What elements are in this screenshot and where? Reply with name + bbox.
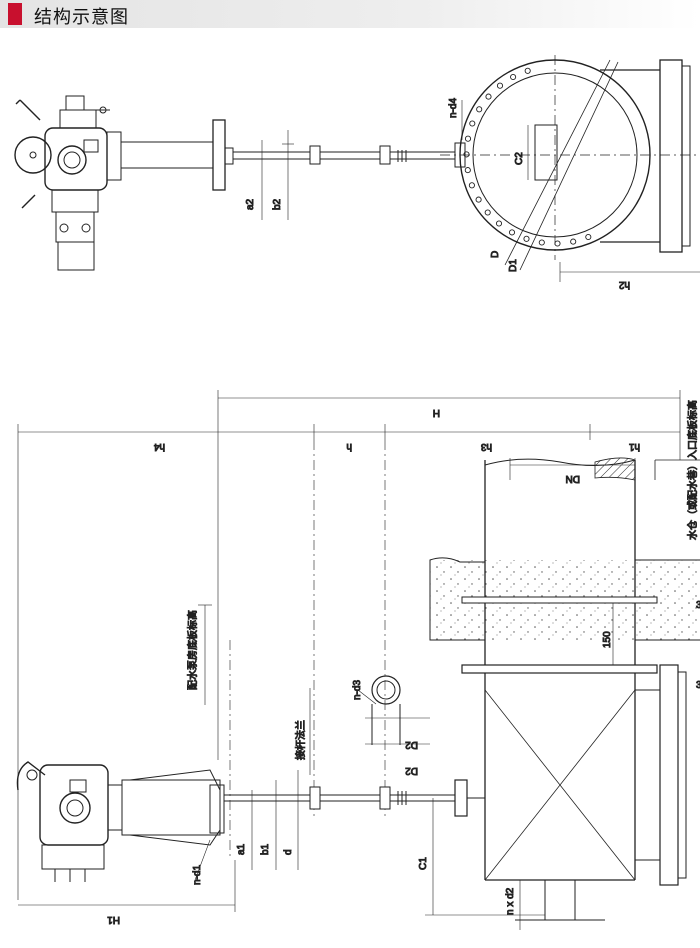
actuator-top bbox=[14, 95, 214, 271]
bolt-hole bbox=[468, 182, 475, 189]
bolt-hole bbox=[464, 135, 472, 142]
label-b2: b2 bbox=[272, 198, 283, 210]
label-a2: a2 bbox=[245, 198, 256, 210]
label-D: D bbox=[490, 251, 501, 258]
gate-disc-top bbox=[440, 55, 700, 271]
page-title: 结构示意图 bbox=[34, 7, 129, 28]
bolt-hole bbox=[523, 235, 530, 242]
shaft-side bbox=[224, 779, 485, 817]
bolt-hole bbox=[496, 82, 504, 89]
label-digit-3b: 3 bbox=[696, 680, 700, 691]
bolt-hole bbox=[524, 67, 531, 74]
label-h: h bbox=[346, 441, 352, 452]
bolt-hole bbox=[510, 73, 517, 81]
label-pump-floor: 配水泵房底板标高 bbox=[186, 610, 199, 690]
label-flange: 接杆法兰 bbox=[294, 720, 307, 760]
label-D2-a: D2 bbox=[405, 739, 418, 750]
label-150: 150 bbox=[602, 631, 613, 648]
label-H: H bbox=[433, 407, 440, 418]
bolt-hole bbox=[464, 167, 471, 174]
bolt-hole bbox=[463, 151, 470, 158]
label-D2-b: D2 bbox=[405, 765, 418, 776]
bolt-hole bbox=[475, 196, 482, 203]
top-view: a2 b2 C2 n-d4 D D1 h2 bbox=[14, 55, 700, 291]
label-h2: h2 bbox=[618, 279, 630, 290]
label-C1: C1 bbox=[418, 857, 429, 870]
dimension-lines bbox=[17, 390, 681, 900]
label-C2: C2 bbox=[514, 152, 525, 165]
label-h3: h3 bbox=[480, 441, 492, 452]
label-nd3: n-d3 bbox=[352, 680, 363, 700]
label-d: d bbox=[283, 849, 294, 855]
label-digit-3a: 3 bbox=[696, 600, 700, 611]
bolt-hole bbox=[538, 239, 545, 246]
section-header: 结构示意图 bbox=[0, 0, 700, 28]
bolt-hole bbox=[508, 229, 516, 236]
support-flange-top bbox=[212, 119, 226, 191]
pipe-side bbox=[461, 457, 700, 921]
label-inlet-floor: 水仓（或配水巷）入口底板标高 bbox=[686, 400, 699, 540]
side-view: H h4 h h3 h1 DN bbox=[16, 390, 700, 930]
label-H1: H1 bbox=[107, 914, 120, 925]
label-b1: b1 bbox=[260, 843, 271, 855]
label-nxd2: n x d2 bbox=[505, 887, 516, 915]
bolt-hole bbox=[484, 209, 491, 216]
label-h1: h1 bbox=[628, 441, 640, 452]
bolt-hole bbox=[495, 220, 503, 227]
pipe-top bbox=[600, 59, 691, 253]
bolt-hole bbox=[554, 240, 561, 247]
bolt-hole bbox=[476, 106, 483, 113]
bolt-hole bbox=[485, 93, 492, 100]
bolt-hole bbox=[570, 238, 577, 245]
actuator-side bbox=[16, 761, 225, 882]
shaft-top bbox=[233, 142, 466, 168]
label-nd1: n-d1 bbox=[192, 865, 203, 885]
label-a1: a1 bbox=[236, 843, 247, 855]
detail-nd3 bbox=[357, 675, 430, 745]
label-DN: DN bbox=[566, 473, 580, 484]
header-marker bbox=[8, 3, 22, 25]
label-D1: D1 bbox=[508, 259, 519, 272]
label-nd4: n-d4 bbox=[448, 98, 459, 118]
bolt-hole bbox=[469, 120, 476, 127]
bolt-hole bbox=[585, 233, 592, 241]
label-h4: h4 bbox=[153, 441, 165, 452]
